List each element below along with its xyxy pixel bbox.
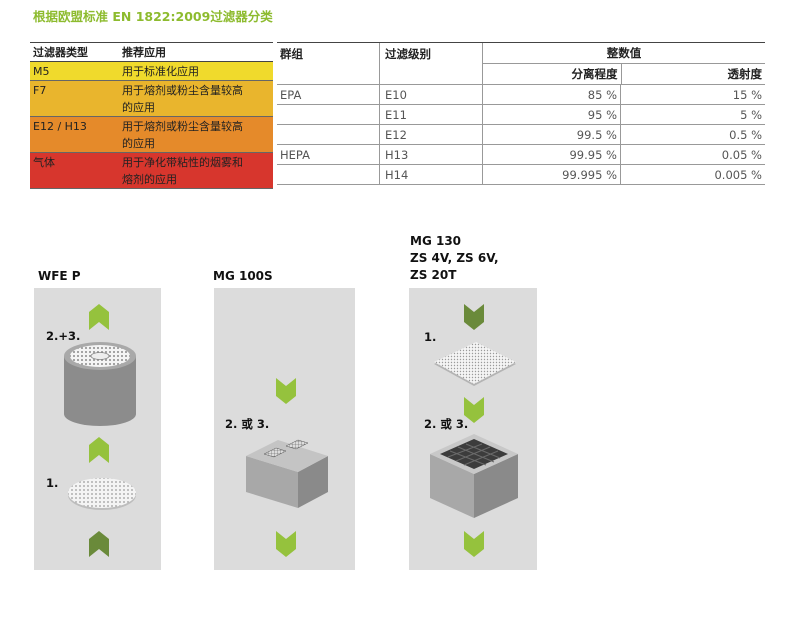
mg100-panel [214, 288, 355, 570]
group-cell: EPA [280, 87, 302, 102]
header-transmission: 透射度 [620, 64, 765, 84]
mg130-panel [409, 288, 537, 570]
mg100-step: 2. 或 3. [225, 417, 270, 431]
separation-cell: 99.995 % [482, 165, 620, 184]
mg100-label: MG 100S [213, 269, 273, 283]
flat-prefilter-mat-icon [434, 342, 516, 386]
group-cell [277, 125, 379, 144]
table-row: EPA E10 85 % 15 % [277, 85, 765, 105]
filter-type-cell: M5 [33, 65, 50, 78]
wfe-step-upper: 2.+3. [46, 329, 81, 343]
header-values-group: 整数值 分离程度 透射度 [482, 43, 765, 84]
application-cell: 用于标准化应用 [120, 62, 273, 80]
mg130-label-line: ZS 4V, ZS 6V, [410, 251, 499, 265]
transmission-cell: 0.05 % [620, 145, 765, 164]
cylinder-filter-icon [64, 342, 136, 426]
airflow-down-arrow-icon [464, 531, 484, 557]
transmission-cell: 0.005 % [620, 165, 765, 184]
filter-row-m5: M5 用于标准化应用 [30, 62, 273, 81]
application-line: 熔剂的应用 [122, 173, 177, 186]
class-cell: H13 [379, 145, 482, 164]
filter-types-header: 过滤器类型 推荐应用 [30, 43, 273, 62]
application-line: 用于熔剂或粉尘含量较高 [122, 84, 243, 97]
application-cell: 用于熔剂或粉尘含量较高 的应用 [120, 81, 273, 116]
class-cell: E10 [379, 85, 482, 104]
application-line: 的应用 [122, 101, 155, 114]
class-cell: E12 [379, 125, 482, 144]
filter-row-gas: 气体 用于净化带粘性的烟雾和 熔剂的应用 [30, 153, 273, 189]
header-separation: 分离程度 [571, 67, 618, 81]
airflow-up-arrow-icon [89, 304, 109, 330]
airflow-down-arrow-icon [276, 378, 296, 404]
application-cell: 用于熔剂或粉尘含量较高 的应用 [120, 117, 273, 152]
table-row: HEPA H13 99.95 % 0.05 % [277, 145, 765, 165]
filter-type-cell: F7 [33, 84, 47, 97]
group-cell: HEPA [280, 147, 310, 162]
box-filter-icon [246, 439, 328, 508]
application-line: 的应用 [122, 137, 155, 150]
filter-row-f7: F7 用于熔剂或粉尘含量较高 的应用 [30, 81, 273, 117]
header-filter-class: 过滤级别 [379, 43, 482, 84]
filter-types-table: 过滤器类型 推荐应用 M5 用于标准化应用 F7 用于熔剂或粉尘含量较高 的应用… [30, 42, 273, 189]
transmission-cell: 5 % [620, 105, 765, 124]
classification-header: 群组 过滤级别 整数值 分离程度 透射度 [277, 43, 765, 85]
mg130-label: MG 130 ZS 4V, ZS 6V, ZS 20T [410, 233, 499, 284]
disc-prefilter-icon [68, 478, 136, 510]
group-cell [277, 165, 379, 184]
airflow-down-arrow-icon [464, 397, 484, 423]
open-box-filter-icon [430, 434, 518, 518]
airflow-up-arrow-icon [89, 531, 109, 557]
separation-cell: 99.5 % [482, 125, 620, 144]
application-line: 用于标准化应用 [122, 65, 199, 78]
header-values: 整数值 [483, 43, 765, 64]
page-title: 根据欧盟标准 EN 1822:2009过滤器分类 [33, 9, 273, 24]
airflow-down-arrow-icon [276, 531, 296, 557]
filter-type-cell: E12 / H13 [33, 120, 87, 133]
wfe-label: WFE P [38, 269, 81, 283]
airflow-down-arrow-icon [464, 304, 484, 330]
table-row: E11 95 % 5 % [277, 105, 765, 125]
airflow-up-arrow-icon [89, 437, 109, 463]
mg130-label-line: MG 130 [410, 234, 462, 248]
table-row: H14 99.995 % 0.005 % [277, 165, 765, 185]
header-application: 推荐应用 [122, 45, 166, 59]
header-group: 群组 [280, 47, 303, 61]
wfe-panel [34, 288, 161, 570]
classification-table: 群组 过滤级别 整数值 分离程度 透射度 EPA E10 85 % 15 % E… [277, 42, 765, 185]
group-cell [277, 105, 379, 124]
class-cell: H14 [379, 165, 482, 184]
mg130-step-upper: 1. [424, 330, 437, 344]
separation-cell: 99.95 % [482, 145, 620, 164]
mg130-label-line: ZS 20T [410, 268, 457, 282]
application-line: 用于净化带粘性的烟雾和 [122, 156, 243, 169]
header-filter-type: 过滤器类型 [33, 46, 88, 59]
application-line: 用于熔剂或粉尘含量较高 [122, 120, 243, 133]
transmission-cell: 15 % [620, 85, 765, 104]
filter-row-e12-h13: E12 / H13 用于熔剂或粉尘含量较高 的应用 [30, 117, 273, 153]
transmission-cell: 0.5 % [620, 125, 765, 144]
separation-cell: 95 % [482, 105, 620, 124]
filter-type-cell: 气体 [33, 156, 55, 169]
separation-cell: 85 % [482, 85, 620, 104]
class-cell: E11 [379, 105, 482, 124]
mg130-step-lower: 2. 或 3. [424, 417, 469, 431]
table-row: E12 99.5 % 0.5 % [277, 125, 765, 145]
wfe-step-lower: 1. [46, 476, 59, 490]
application-cell: 用于净化带粘性的烟雾和 熔剂的应用 [120, 153, 273, 188]
